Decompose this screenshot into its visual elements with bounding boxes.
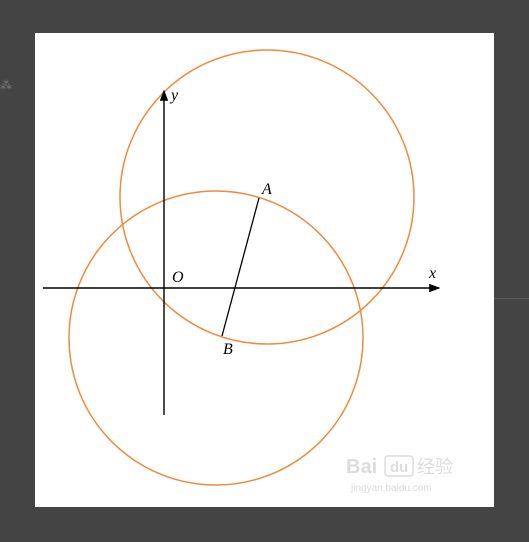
point-a-label: A xyxy=(261,181,272,198)
segment-ab xyxy=(221,197,260,337)
watermark-site-cn: 经验 xyxy=(417,457,453,477)
lower-circle xyxy=(68,190,364,486)
watermark-brand: Bai xyxy=(346,456,377,478)
geometry-diagram: y x O A B Bai du 经验 jingyan.baidu.com xyxy=(43,49,453,494)
baidu-watermark: Bai du 经验 jingyan.baidu.com xyxy=(346,455,453,494)
diagram-canvas: y x O A B Bai du 经验 jingyan.baidu.com xyxy=(35,33,494,507)
watermark-brand-box xyxy=(384,455,414,477)
background-divider xyxy=(493,298,529,299)
point-b-label: B xyxy=(223,341,233,358)
edge-glyph: ⁂ xyxy=(0,78,12,92)
origin-label: O xyxy=(172,269,184,286)
x-axis-label: x xyxy=(428,265,436,282)
upper-circle xyxy=(119,49,415,345)
y-axis-label: y xyxy=(169,87,179,104)
watermark-url: jingyan.baidu.com xyxy=(350,483,432,494)
watermark-brand-box-text: du xyxy=(390,459,408,476)
